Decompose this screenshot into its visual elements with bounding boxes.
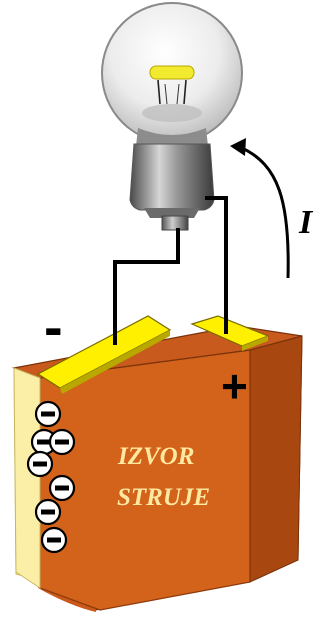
electron-minus-sign — [41, 411, 55, 417]
electron — [34, 498, 62, 526]
positive-terminal-edge — [242, 336, 268, 351]
wire-negative — [113, 228, 180, 345]
battery-body-left — [13, 367, 41, 589]
battery-body-side — [249, 335, 303, 583]
battery-body — [11, 325, 303, 611]
wire-positive — [205, 196, 228, 330]
filament-support-inner — [164, 83, 180, 105]
filament — [149, 65, 195, 80]
electron-minus-sign — [37, 439, 51, 445]
filament-support — [157, 79, 187, 105]
light-bulb — [101, 2, 243, 231]
electron-minus-sign — [47, 537, 61, 543]
wires — [113, 196, 228, 345]
electron-minus-sign — [41, 509, 55, 515]
electron-minus-sign — [33, 461, 47, 467]
electron — [40, 526, 68, 554]
current-indicator: I — [230, 138, 314, 279]
current-label: I — [298, 204, 314, 241]
negative-terminal-edge — [60, 330, 170, 394]
electron-minus-sign — [55, 439, 69, 445]
electron — [48, 474, 76, 502]
plus-sign: + — [221, 360, 248, 412]
electron — [34, 400, 62, 428]
bulb-contact-tip — [161, 215, 189, 231]
terminals — [36, 315, 270, 394]
source-label-line2: STRUJE — [117, 484, 210, 511]
source-label-line1: IZVOR — [117, 443, 194, 470]
bulb-neck — [136, 128, 208, 146]
current-arrow — [241, 146, 290, 279]
bulb-base — [129, 143, 215, 211]
electron — [26, 450, 54, 478]
bulb-inner-shadow — [142, 104, 202, 122]
minus-sign: - — [44, 295, 63, 358]
electron-minus-sign — [55, 485, 69, 491]
electron — [48, 428, 76, 456]
current-arrowhead — [230, 138, 246, 156]
electrons-group — [26, 400, 76, 554]
